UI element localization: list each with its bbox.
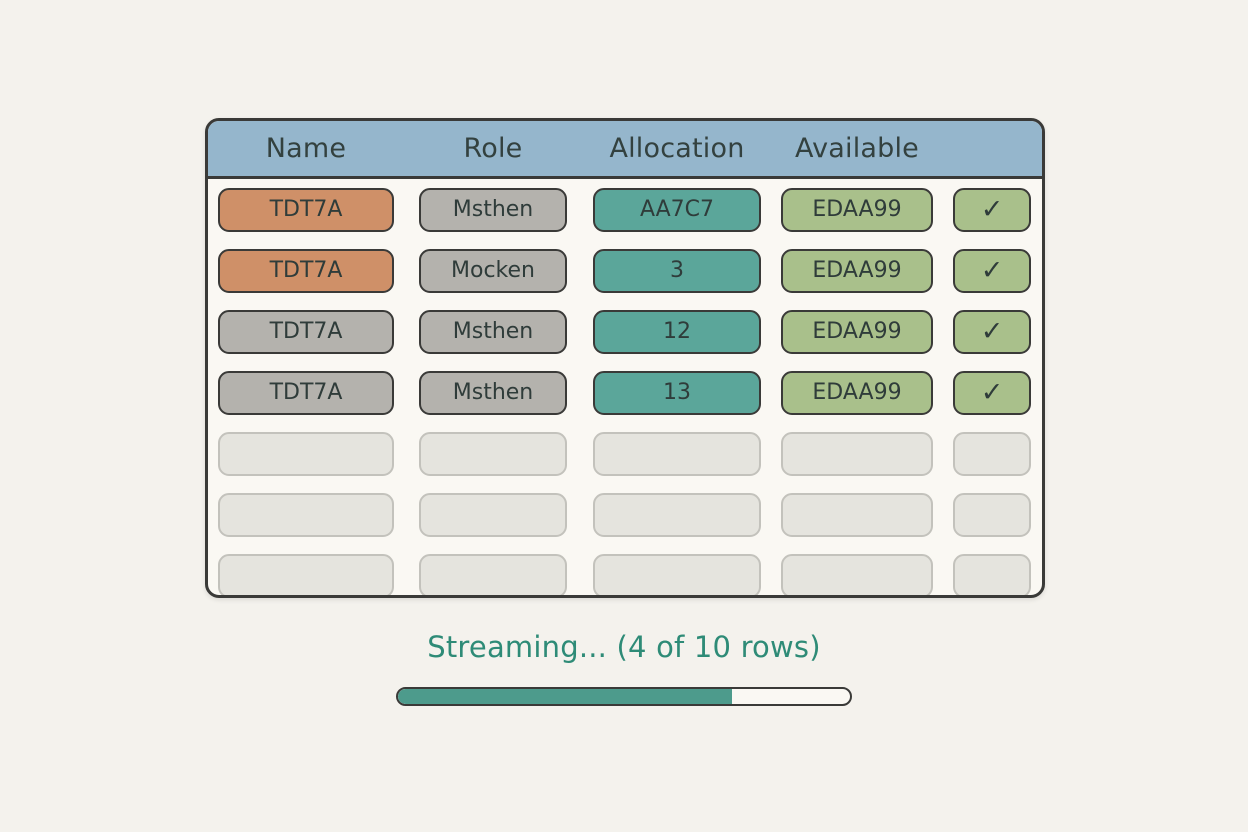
placeholder-cell xyxy=(772,492,942,537)
placeholder-cell xyxy=(208,431,404,476)
checkmark-icon[interactable]: ✓ xyxy=(953,187,1031,232)
table-cell-name: TDT7A xyxy=(208,309,404,354)
table-cell-check: ✓ xyxy=(942,248,1042,293)
cell-pill-name[interactable]: TDT7A xyxy=(218,309,394,354)
cell-pill-avail[interactable]: EDAA99 xyxy=(781,187,933,232)
checkmark-icon[interactable]: ✓ xyxy=(953,309,1031,354)
placeholder-pill xyxy=(593,492,761,537)
placeholder-cell xyxy=(582,492,772,537)
table-cell-check: ✓ xyxy=(942,370,1042,415)
cell-pill-alloc[interactable]: 12 xyxy=(593,309,761,354)
table-cell-role: Mocken xyxy=(404,248,582,293)
placeholder-pill xyxy=(781,492,933,537)
table-cell-alloc: AA7C7 xyxy=(582,187,772,232)
cell-pill-role[interactable]: Mocken xyxy=(419,248,567,293)
cell-pill-role[interactable]: Msthen xyxy=(419,309,567,354)
placeholder-cell xyxy=(582,553,772,595)
placeholder-pill xyxy=(593,553,761,595)
placeholder-pill xyxy=(953,553,1031,595)
cell-pill-avail[interactable]: EDAA99 xyxy=(781,309,933,354)
table-cell-avail: EDAA99 xyxy=(772,248,942,293)
table-cell-avail: EDAA99 xyxy=(772,309,942,354)
placeholder-cell xyxy=(942,431,1042,476)
column-header-allocation[interactable]: Allocation xyxy=(609,133,745,164)
check-glyph: ✓ xyxy=(980,316,1004,347)
progress-bar-fill xyxy=(398,689,733,704)
cell-pill-name[interactable]: TDT7A xyxy=(218,370,394,415)
placeholder-cell xyxy=(404,431,582,476)
placeholder-pill xyxy=(781,431,933,476)
placeholder-cell xyxy=(772,553,942,595)
placeholder-cell xyxy=(942,492,1042,537)
table-cell-role: Msthen xyxy=(404,370,582,415)
placeholder-pill xyxy=(781,553,933,595)
cell-pill-name[interactable]: TDT7A xyxy=(218,248,394,293)
placeholder-pill xyxy=(593,431,761,476)
placeholder-pill xyxy=(419,431,567,476)
table-cell-alloc: 13 xyxy=(582,370,772,415)
table-header-row: Name Role Allocation Available xyxy=(208,121,1042,179)
table-cell-check: ✓ xyxy=(942,187,1042,232)
placeholder-pill xyxy=(953,492,1031,537)
placeholder-pill xyxy=(953,431,1031,476)
streaming-data-table: Name Role Allocation Available TDT7A Msth… xyxy=(205,118,1045,598)
table-row[interactable]: TDT7A Mocken 3 EDAA99 ✓ xyxy=(208,240,1042,301)
column-header-name[interactable]: Name xyxy=(265,133,347,164)
column-header-available[interactable]: Available xyxy=(794,133,919,164)
table-cell-check: ✓ xyxy=(942,309,1042,354)
status-area: Streaming... (4 of 10 rows) xyxy=(0,630,1248,664)
table-row[interactable]: TDT7A Msthen 12 EDAA99 ✓ xyxy=(208,301,1042,362)
table-cell-role: Msthen xyxy=(404,187,582,232)
check-glyph: ✓ xyxy=(980,377,1004,408)
table-row[interactable]: TDT7A Msthen 13 EDAA99 ✓ xyxy=(208,362,1042,423)
placeholder-pill xyxy=(218,553,394,595)
check-glyph: ✓ xyxy=(980,194,1004,225)
placeholder-cell xyxy=(404,553,582,595)
table-cell-name: TDT7A xyxy=(208,370,404,415)
table-cell-role: Msthen xyxy=(404,309,582,354)
cell-pill-alloc[interactable]: AA7C7 xyxy=(593,187,761,232)
table-cell-alloc: 12 xyxy=(582,309,772,354)
cell-pill-alloc[interactable]: 13 xyxy=(593,370,761,415)
checkmark-icon[interactable]: ✓ xyxy=(953,370,1031,415)
placeholder-cell xyxy=(208,553,404,595)
cell-pill-role[interactable]: Msthen xyxy=(419,187,567,232)
streaming-status-text: Streaming... (4 of 10 rows) xyxy=(427,630,821,664)
table-row-placeholder xyxy=(208,545,1042,595)
placeholder-cell xyxy=(404,492,582,537)
cell-pill-role[interactable]: Msthen xyxy=(419,370,567,415)
table-row-placeholder xyxy=(208,423,1042,484)
cell-pill-name[interactable]: TDT7A xyxy=(218,187,394,232)
checkmark-icon[interactable]: ✓ xyxy=(953,248,1031,293)
table-cell-avail: EDAA99 xyxy=(772,370,942,415)
cell-pill-avail[interactable]: EDAA99 xyxy=(781,370,933,415)
table-cell-name: TDT7A xyxy=(208,187,404,232)
placeholder-pill xyxy=(218,431,394,476)
progress-bar[interactable] xyxy=(396,687,852,706)
placeholder-cell xyxy=(772,431,942,476)
placeholder-pill xyxy=(419,553,567,595)
table-cell-alloc: 3 xyxy=(582,248,772,293)
placeholder-pill xyxy=(218,492,394,537)
cell-pill-avail[interactable]: EDAA99 xyxy=(781,248,933,293)
table-cell-name: TDT7A xyxy=(208,248,404,293)
check-glyph: ✓ xyxy=(980,255,1004,286)
table-row-placeholder xyxy=(208,484,1042,545)
column-header-role[interactable]: Role xyxy=(463,133,523,164)
table-cell-avail: EDAA99 xyxy=(772,187,942,232)
placeholder-cell xyxy=(208,492,404,537)
placeholder-cell xyxy=(942,553,1042,595)
placeholder-cell xyxy=(582,431,772,476)
cell-pill-alloc[interactable]: 3 xyxy=(593,248,761,293)
table-row[interactable]: TDT7A Msthen AA7C7 EDAA99 ✓ xyxy=(208,179,1042,240)
placeholder-pill xyxy=(419,492,567,537)
